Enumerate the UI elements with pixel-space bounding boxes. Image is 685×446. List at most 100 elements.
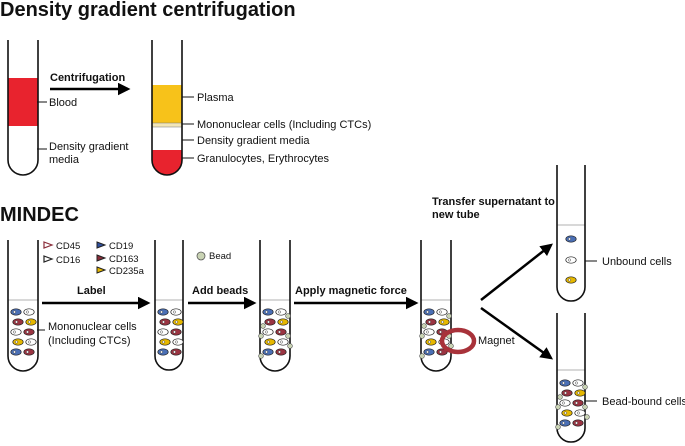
cell (565, 235, 577, 243)
cell-nucleus (426, 350, 429, 354)
label-density-gradient-media: Density gradient media (197, 135, 310, 147)
plasma-layer (152, 85, 182, 123)
legend-bead: Bead (209, 251, 231, 262)
legend-marker-cd163 (96, 254, 107, 262)
cell (574, 389, 586, 397)
cell (157, 348, 169, 356)
bead (448, 343, 454, 349)
bead (260, 323, 266, 329)
cell-nucleus (426, 310, 429, 314)
cell-nucleus (175, 340, 178, 344)
cell (423, 348, 435, 356)
cell (170, 308, 182, 316)
legend-cd45: CD45 (56, 241, 80, 252)
transfer-label-line1: Transfer supernatant to (432, 196, 555, 208)
cell (559, 419, 571, 427)
cell-nucleus (267, 320, 270, 324)
cell-nucleus (265, 330, 268, 334)
cell (559, 399, 571, 407)
cell (574, 409, 586, 417)
tube-outline (420, 240, 452, 372)
cell-nucleus (439, 330, 442, 334)
bead (582, 384, 588, 390)
label-media: media (49, 154, 80, 166)
cell (425, 338, 437, 346)
cell-nucleus (173, 350, 176, 354)
cell-nucleus (160, 350, 163, 354)
cell-nucleus (26, 330, 29, 334)
cell-nucleus (562, 421, 565, 425)
cell (172, 338, 184, 346)
tube-blood (7, 40, 39, 176)
tube-outline (7, 240, 39, 372)
step-label: Label (77, 285, 106, 297)
cell-nucleus (162, 320, 165, 324)
cell (170, 328, 182, 336)
blood-layer (8, 78, 38, 126)
cell-nucleus (426, 330, 429, 334)
cell (423, 308, 435, 316)
cell (159, 338, 171, 346)
cell (275, 308, 287, 316)
tube-separated (151, 40, 183, 176)
cell-nucleus (280, 340, 283, 344)
bead (555, 424, 561, 430)
label-plasma: Plasma (197, 92, 235, 104)
cell-nucleus (265, 350, 268, 354)
tube-unbound (556, 165, 586, 302)
bead (287, 343, 293, 349)
cell (262, 348, 274, 356)
cell (157, 308, 169, 316)
cell (25, 318, 37, 326)
cell (264, 318, 276, 326)
cell (25, 338, 37, 346)
bead (419, 353, 425, 359)
bead (285, 313, 291, 319)
cell (277, 318, 289, 326)
cell-nucleus (439, 310, 442, 314)
tube-outline (259, 240, 291, 372)
cell (572, 379, 584, 387)
step-centrifugation: Centrifugation (50, 72, 125, 84)
cell-nucleus (267, 340, 270, 344)
cell (172, 318, 184, 326)
cell-nucleus (13, 350, 16, 354)
label-density-gradient: Density gradient (49, 141, 129, 153)
bead (446, 313, 452, 319)
legend-marker-cd45 (43, 241, 54, 249)
cell (262, 308, 274, 316)
cell (561, 409, 573, 417)
tube-labeled (154, 240, 184, 371)
cell-nucleus (173, 330, 176, 334)
magnet-icon (439, 327, 477, 355)
cell (423, 328, 435, 336)
cell (275, 328, 287, 336)
cell-nucleus (15, 340, 18, 344)
cell (10, 348, 22, 356)
legend-marker-cd235a (96, 266, 107, 274)
legend-cd16: CD16 (56, 255, 80, 266)
cell-nucleus (278, 350, 281, 354)
tube-bound (555, 313, 590, 443)
label-bead-bound-cells: Bead-bound cells (602, 396, 685, 408)
legend: CD45 CD16 CD19 CD163 CD235a Bead (43, 241, 231, 277)
label-granulocytes: Granulocytes, Erythrocytes (197, 153, 330, 165)
tube-outline (154, 240, 184, 371)
cell-nucleus (160, 310, 163, 314)
cell-nucleus (280, 320, 283, 324)
bead (555, 404, 561, 410)
bead (421, 323, 427, 329)
cell (425, 318, 437, 326)
cell-nucleus (175, 320, 178, 324)
cell-nucleus (162, 340, 165, 344)
cell-nucleus (577, 391, 580, 395)
cell (157, 328, 169, 336)
cell-nucleus (26, 310, 29, 314)
cell (436, 348, 448, 356)
cell-nucleus (575, 381, 578, 385)
cell-nucleus (428, 320, 431, 324)
cell-nucleus (562, 381, 565, 385)
cell-nucleus (160, 330, 163, 334)
bead (258, 333, 264, 339)
tube-with-beads (258, 240, 293, 372)
